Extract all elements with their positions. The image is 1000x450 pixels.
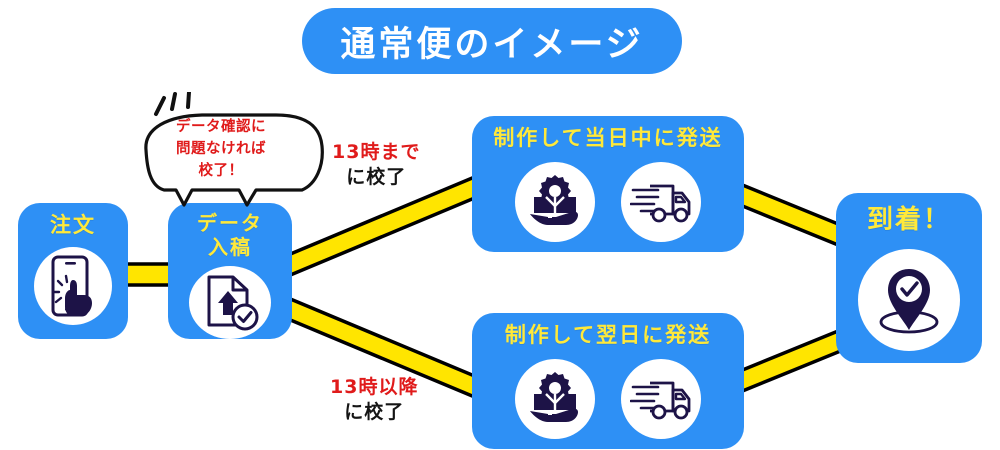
smartphone-tap-icon (34, 246, 112, 325)
node-order[interactable]: 注文 (18, 203, 128, 339)
node-ship-same-day-title: 制作して当日中に発送 (493, 126, 723, 150)
production-gear-box-hand-icon (515, 161, 595, 242)
bubble-line-2: 問題なければ (176, 140, 266, 157)
connector-sameday-to-arrival (738, 181, 850, 252)
node-ship-next-day-title: 制作して翌日に発送 (504, 323, 712, 347)
edge-label-deadline-same-day-line-2: に校了 (346, 165, 407, 188)
node-arrival[interactable]: 到着！ (836, 193, 982, 363)
node-data-submission-title: データ 入稿 (197, 211, 263, 260)
node-order-title: 注文 (50, 213, 96, 237)
bubble-line-3: 校了！ (198, 162, 244, 179)
node-data-title-line-1: データ (197, 211, 263, 235)
node-arrival-title: 到着！ (866, 205, 951, 235)
diagram-title-pill: 通常便のイメージ (302, 8, 682, 74)
delivery-truck-icon (621, 358, 701, 439)
node-ship-same-day-icons (515, 161, 701, 242)
excitement-strokes-icon (154, 92, 191, 116)
edge-label-deadline-next-day: 13時以降 に校了 (330, 375, 418, 424)
connector-nextday-to-arrival (738, 324, 850, 395)
connector-order-to-data (122, 262, 174, 287)
document-upload-check-icon (189, 265, 271, 339)
location-pin-check-icon (858, 248, 960, 351)
edge-label-deadline-next-day-line-2: に校了 (344, 400, 405, 423)
bubble-line-1: データ確認に (176, 119, 266, 135)
node-data-submission[interactable]: データ 入稿 (168, 203, 292, 339)
production-gear-box-hand-icon (515, 358, 595, 439)
edge-label-deadline-next-day-line-1: 13時以降 (330, 376, 419, 398)
speech-bubble: データ確認に 問題なければ 校了！ (128, 92, 324, 207)
node-data-title-line-2: 入稿 (208, 235, 252, 260)
edge-label-deadline-same-day: 13時まで に校了 (332, 140, 420, 189)
node-ship-same-day[interactable]: 制作して当日中に発送 (472, 116, 744, 252)
node-ship-next-day[interactable]: 制作して翌日に発送 (472, 313, 744, 449)
speech-bubble-shape (144, 92, 324, 207)
delivery-truck-icon (621, 161, 701, 242)
page-title: 通常便のイメージ (340, 24, 644, 65)
edge-label-deadline-same-day-line-1: 13時まで (332, 141, 421, 163)
node-ship-next-day-icons (515, 358, 701, 439)
speech-bubble-text: データ確認に 問題なければ 校了！ (128, 117, 314, 182)
